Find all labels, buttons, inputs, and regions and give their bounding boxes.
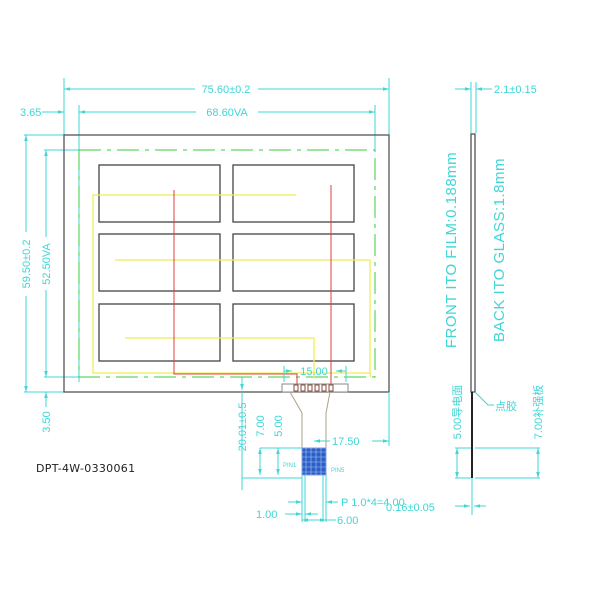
dimension-outer-height: 59.50±0.2	[21, 134, 64, 393]
red-traces	[173, 185, 332, 385]
stiffener-length-label: 7.00补强板	[531, 385, 545, 439]
dimension-view-area-height: 52.50VA	[41, 149, 79, 378]
dimension-fpc-length: 20.01±0.5	[237, 392, 302, 490]
dimension-outer-width: 75.60±0.2	[63, 78, 390, 135]
fpc-offset-label: 17.50	[332, 436, 360, 448]
outer-height-label: 59.50±0.2	[21, 240, 33, 289]
yellow-traces	[92, 194, 371, 378]
back-layer-label: BACK ITO GLASS:1.8mm	[491, 158, 508, 342]
key-grid	[98, 164, 355, 362]
dimension-left-offset: 3.65	[20, 107, 64, 119]
dimension-bottom-offset: 3.50	[41, 392, 53, 433]
glue-label: 点胶	[495, 399, 517, 413]
dimension-fpc-width: 15.00	[283, 366, 347, 382]
view-area-boundary	[78, 149, 376, 378]
fpc-tail: PIN1 PIN5	[281, 383, 349, 476]
key-1	[98, 164, 221, 223]
fpc-thickness-label: 0.16±0.05	[386, 502, 435, 514]
dimension-fpc-bottom: P 1.0*4=4.00 1.00 6.00	[256, 475, 405, 527]
bottom-offset-label: 3.50	[41, 411, 53, 432]
fpc-contact-label: 5.00	[273, 415, 285, 436]
contact-width-label: 6.00	[337, 515, 358, 527]
dimension-fpc-contact: 5.00	[273, 415, 285, 475]
key-4	[232, 233, 355, 292]
pitch-label: P 1.0*4=4.00	[341, 497, 405, 509]
pin5-label: PIN5	[331, 468, 345, 474]
edge-margin-label: 1.00	[256, 509, 277, 521]
outer-width-label: 75.60±0.2	[202, 84, 251, 96]
fpc-pins	[293, 384, 334, 392]
key-5	[98, 303, 221, 362]
key-3	[98, 233, 221, 292]
key-6	[232, 303, 355, 362]
dimension-fpc-stiffener: 7.00	[255, 415, 302, 475]
key-2	[232, 164, 355, 223]
dimension-fpc-offset: 17.50	[314, 392, 390, 448]
side-panel-profile	[470, 133, 476, 393]
part-number: DPT-4W-0330061	[36, 462, 136, 475]
front-layer-label: FRONT ITO FILM:0.188mm	[443, 152, 460, 348]
pin1-label: PIN1	[283, 463, 297, 469]
fpc-stiffener-label: 7.00	[255, 415, 267, 436]
view-area-height-label: 52.50VA	[41, 243, 53, 285]
total-thickness-label: 2.1±0.15	[494, 84, 537, 96]
fpc-width-label: 15.00	[300, 366, 328, 378]
panel-outline	[63, 134, 390, 393]
fpc-length-label: 20.01±0.5	[237, 403, 249, 452]
conductive-length-label: 5.00导电面	[451, 385, 464, 439]
left-offset-label: 3.65	[20, 107, 41, 119]
side-view: 2.1±0.15 FRONT ITO FILM:0.188mm BACK ITO…	[386, 82, 545, 515]
view-area-width-label: 68.60VA	[206, 107, 248, 119]
